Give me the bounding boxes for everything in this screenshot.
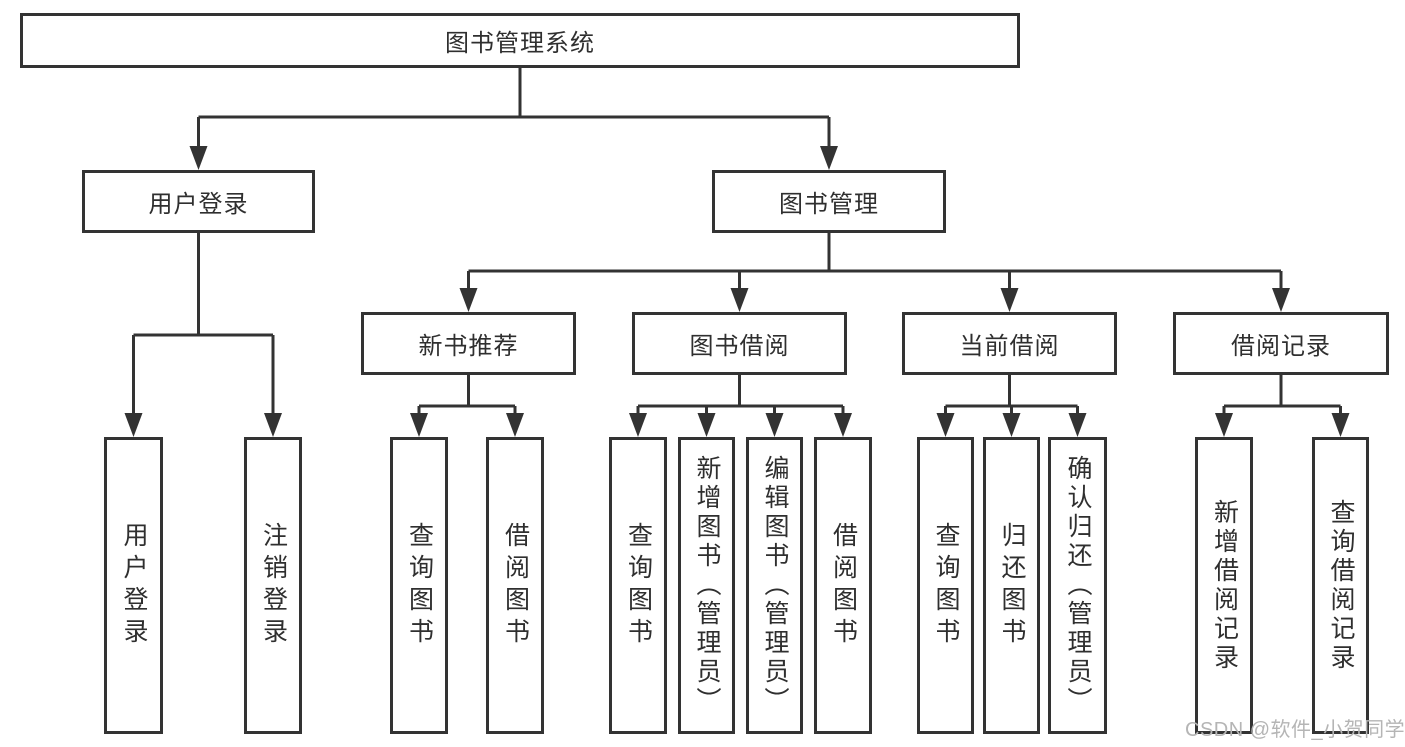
leaf-label: 查询图书 bbox=[932, 521, 960, 650]
leaf-borrow-books: 借阅图书 bbox=[486, 437, 544, 734]
arrow-icon bbox=[1000, 288, 1019, 312]
leaf-label: 借阅图书 bbox=[829, 521, 858, 650]
arrow-icon bbox=[459, 288, 478, 312]
edge-lines-new-books bbox=[417, 375, 517, 414]
leaf-label: 用户登录 bbox=[120, 521, 148, 650]
edge-lines-book-borrow bbox=[636, 375, 845, 414]
arrow-icon bbox=[124, 413, 143, 437]
leaf-add-books-admin: 新增图书（管理员） bbox=[678, 437, 735, 734]
edge-lines-user-login bbox=[132, 233, 275, 414]
node-current-borrow: 当前借阅 bbox=[902, 312, 1117, 375]
arrow-icon bbox=[820, 146, 838, 170]
leaf-label: 查询图书 bbox=[624, 521, 653, 650]
leaf-query-books: 查询图书 bbox=[390, 437, 448, 734]
node-new-book-recommend: 新书推荐 bbox=[361, 312, 576, 375]
arrow-icon bbox=[730, 288, 749, 312]
leaf-label: 新增借阅记录 bbox=[1210, 498, 1239, 673]
arrow-icon bbox=[834, 413, 852, 437]
node-borrow-records: 借阅记录 bbox=[1173, 312, 1389, 375]
arrow-icon bbox=[1002, 413, 1021, 437]
arrow-icon bbox=[1331, 413, 1350, 437]
leaf-query-books: 查询图书 bbox=[609, 437, 667, 734]
arrow-icon bbox=[189, 146, 208, 170]
arrow-icon bbox=[1272, 288, 1290, 312]
leaf-confirm-return-admin: 确认归还（管理员） bbox=[1048, 437, 1107, 734]
leaf-borrow-books: 借阅图书 bbox=[814, 437, 872, 734]
arrow-icon bbox=[506, 413, 524, 437]
arrow-icon bbox=[264, 413, 282, 437]
edge-lines-root bbox=[197, 68, 831, 147]
leaf-return-books: 归还图书 bbox=[983, 437, 1040, 734]
arrow-icon bbox=[410, 413, 428, 437]
node-system-root: 图书管理系统 bbox=[20, 13, 1020, 68]
leaf-label: 借阅图书 bbox=[501, 521, 530, 650]
arrow-icon bbox=[697, 413, 716, 437]
leaf-label: 确认归还（管理员） bbox=[1064, 455, 1092, 716]
leaf-label: 编辑图书（管理员） bbox=[761, 455, 789, 716]
arrow-icon bbox=[765, 413, 784, 437]
arrow-icon bbox=[629, 413, 647, 437]
leaf-label: 注销登录 bbox=[259, 521, 288, 650]
leaf-label: 查询图书 bbox=[405, 521, 434, 650]
leaf-user-login: 用户登录 bbox=[104, 437, 163, 734]
node-book-management: 图书管理 bbox=[712, 170, 946, 233]
leaf-add-borrow-record: 新增借阅记录 bbox=[1195, 437, 1253, 734]
leaf-label: 归还图书 bbox=[998, 521, 1026, 650]
edge-lines-borrow-records bbox=[1222, 375, 1342, 414]
leaf-query-borrow-record: 查询借阅记录 bbox=[1312, 437, 1369, 734]
arrow-icon bbox=[936, 413, 955, 437]
leaf-logout: 注销登录 bbox=[244, 437, 302, 734]
leaf-label: 新增图书（管理员） bbox=[693, 455, 721, 716]
arrow-icon bbox=[1068, 413, 1087, 437]
edge-lines-current-borrow bbox=[944, 375, 1079, 414]
node-book-borrow: 图书借阅 bbox=[632, 312, 847, 375]
leaf-edit-books-admin: 编辑图书（管理员） bbox=[746, 437, 803, 734]
node-user-login: 用户登录 bbox=[82, 170, 315, 233]
arrow-icon bbox=[1215, 413, 1233, 437]
leaf-query-books: 查询图书 bbox=[917, 437, 974, 734]
csdn-watermark: CSDN @软件_小贺同学 bbox=[1185, 719, 1405, 741]
leaf-label: 查询借阅记录 bbox=[1327, 498, 1355, 673]
edge-lines-book-mgmt bbox=[467, 233, 1283, 289]
